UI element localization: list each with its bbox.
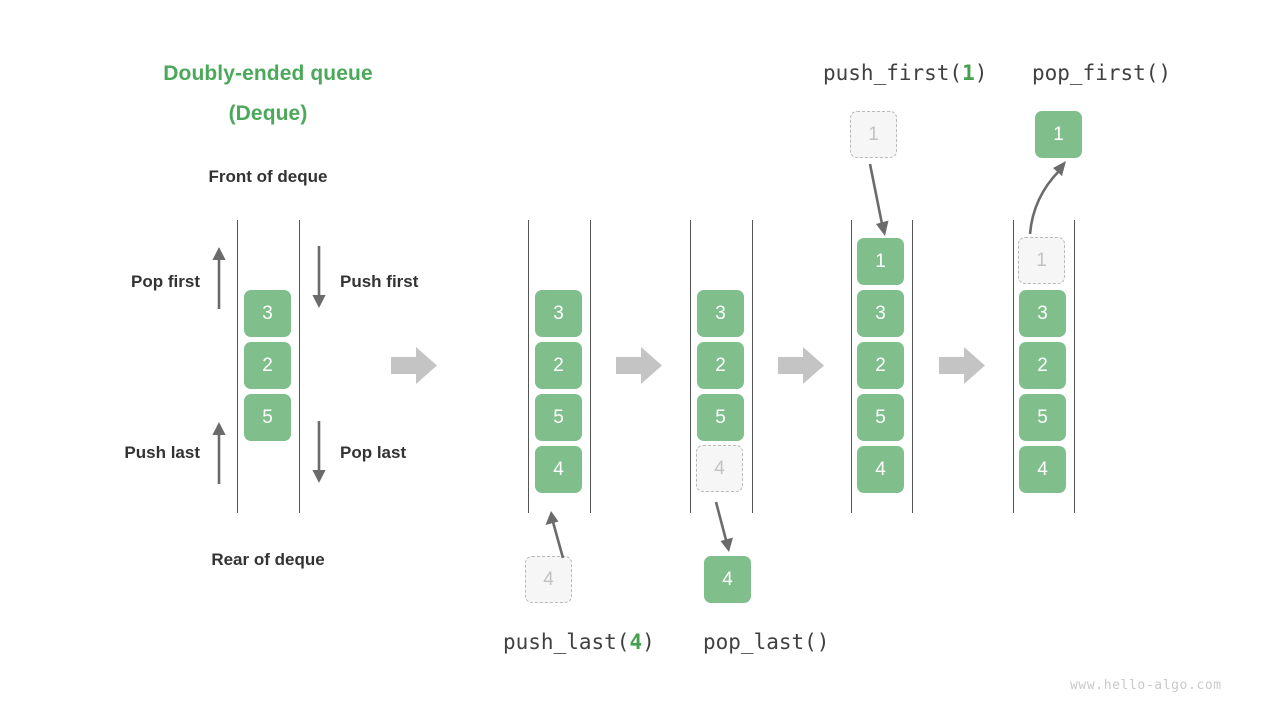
deque-cell: 5 <box>244 394 291 441</box>
deque-cell: 2 <box>244 342 291 389</box>
deque-rail-right-2 <box>752 220 754 513</box>
deque-rail-left-2 <box>690 220 692 513</box>
push-first-arrow-icon <box>312 246 326 308</box>
watermark: www.hello-algo.com <box>1070 678 1222 693</box>
deque-cell: 4 <box>535 446 582 493</box>
deque-cell: 3 <box>697 290 744 337</box>
deque-rail-left-0 <box>237 220 239 513</box>
deque-cell: 3 <box>857 290 904 337</box>
deque-cell: 3 <box>1019 290 1066 337</box>
diagram-title-line2: (Deque) <box>228 102 308 125</box>
deque-cell: 2 <box>535 342 582 389</box>
pop-last-flow-arrow-icon <box>714 501 733 552</box>
deque-cell: 4 <box>857 446 904 493</box>
transition-arrow-icon <box>778 347 824 384</box>
op-push-last-arg: 4 <box>629 630 643 654</box>
deque-cell: 4 <box>1019 446 1066 493</box>
pop-first-result-cell: 1 <box>1035 111 1082 158</box>
pop-last-result-cell: 4 <box>704 556 751 603</box>
op-push-first-close: ) <box>974 61 988 85</box>
deque-rail-left-3 <box>851 220 853 513</box>
op-label-pop-first: pop_first() <box>1032 61 1172 85</box>
deque-cell: 2 <box>857 342 904 389</box>
deque-cell: 5 <box>1019 394 1066 441</box>
deque-cell: 3 <box>535 290 582 337</box>
legend-push-last: Push last <box>124 443 200 462</box>
deque-cell: 2 <box>697 342 744 389</box>
deque-cell-ghost: 1 <box>1018 237 1065 284</box>
deque-cell: 1 <box>857 238 904 285</box>
deque-rail-left-1 <box>528 220 530 513</box>
pop-last-arrow-icon <box>312 421 326 483</box>
legend-pop-last: Pop last <box>340 443 407 462</box>
deque-rail-right-3 <box>912 220 914 513</box>
op-label-push-last: push_last(4) <box>503 629 655 655</box>
deque-rail-left-4 <box>1013 220 1015 513</box>
transition-arrow-icon <box>939 347 985 384</box>
deque-rail-right-1 <box>590 220 592 513</box>
push-last-arrow-icon <box>212 422 226 484</box>
deque-cell: 3 <box>244 290 291 337</box>
diagram-title-line1: Doubly-ended queue <box>163 62 373 85</box>
op-push-last-close: ) <box>642 630 655 654</box>
legend-pop-first: Pop first <box>131 272 200 291</box>
deque-cell: 5 <box>697 394 744 441</box>
deque-cell: 5 <box>857 394 904 441</box>
deque-cell: 5 <box>535 394 582 441</box>
op-push-first-arg: 1 <box>962 61 975 85</box>
op-label-push-first: push_first(1) <box>823 60 987 86</box>
op-push-last-name: push_last( <box>503 630 630 654</box>
rear-of-deque-label: Rear of deque <box>211 550 325 569</box>
deque-rail-right-0 <box>299 220 301 513</box>
legend-push-first: Push first <box>340 272 419 291</box>
transition-arrow-icon <box>391 347 437 384</box>
push-last-flow-arrow-icon <box>545 511 565 559</box>
push-last-source-cell: 4 <box>525 556 572 603</box>
front-of-deque-label: Front of deque <box>208 167 328 186</box>
op-label-pop-last: pop_last() <box>703 630 830 654</box>
deque-rail-right-4 <box>1074 220 1076 513</box>
pop-first-flow-arrow-icon <box>1028 161 1066 235</box>
transition-arrow-icon <box>616 347 662 384</box>
op-push-first-name: push_first( <box>823 61 963 85</box>
deque-cell: 2 <box>1019 342 1066 389</box>
deque-cell-ghost: 4 <box>696 445 743 492</box>
push-first-source-cell: 1 <box>850 111 897 158</box>
pop-first-arrow-icon <box>212 247 226 309</box>
push-first-flow-arrow-icon <box>868 163 889 236</box>
